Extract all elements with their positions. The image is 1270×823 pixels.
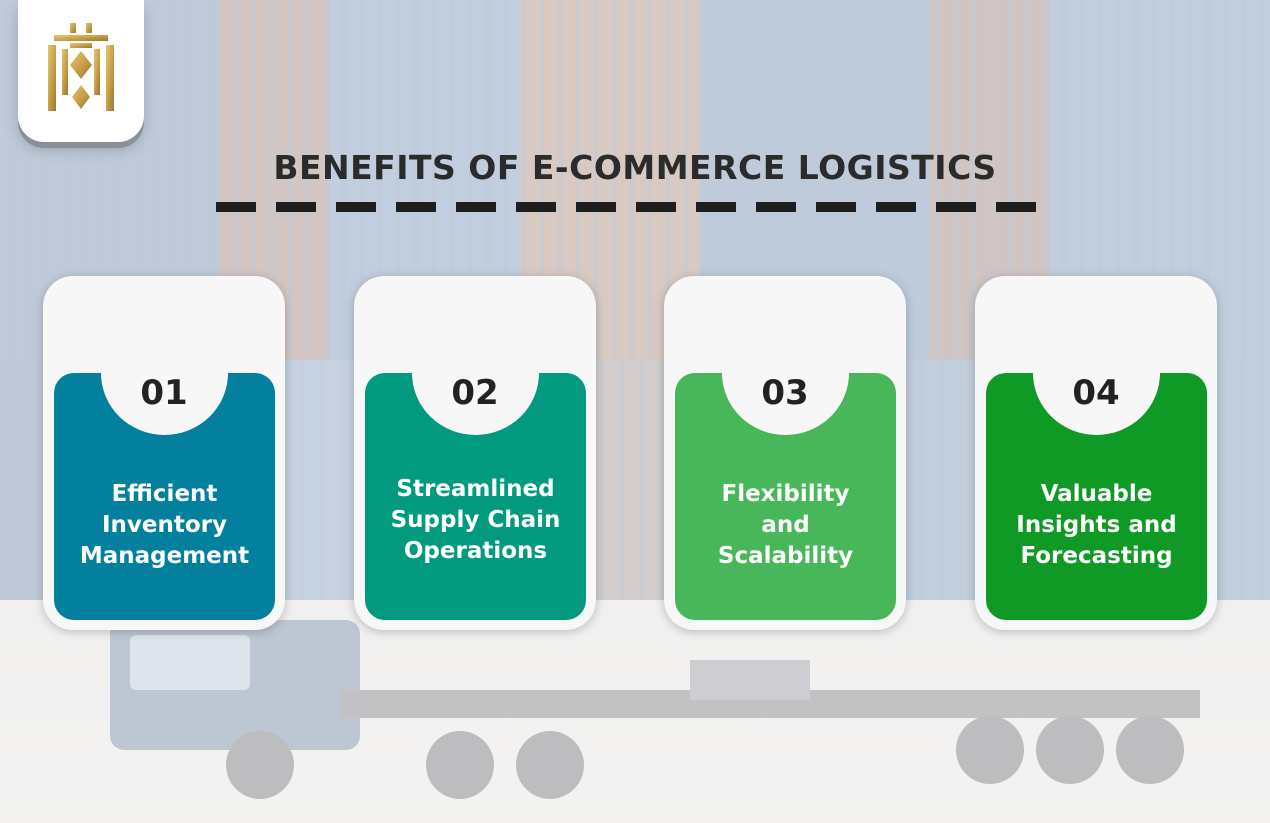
card-panel: Streamlined Supply Chain Operations	[365, 373, 586, 620]
benefit-card-4[interactable]: Valuable Insights and Forecasting 04	[975, 276, 1217, 630]
card-number: 04	[1072, 373, 1120, 413]
card-label: Streamlined Supply Chain Operations	[390, 476, 561, 564]
card-label: Flexibility and Scalability	[717, 481, 854, 569]
benefit-card-3[interactable]: Flexibility and Scalability 03	[664, 276, 906, 630]
card-panel: Valuable Insights and Forecasting	[986, 373, 1207, 620]
card-label: Efficient Inventory Management	[79, 481, 250, 569]
page-title: BENEFITS OF E-COMMERCE LOGISTICS	[273, 148, 997, 187]
card-label: Valuable Insights and Forecasting	[1016, 481, 1177, 569]
benefit-card-2[interactable]: Streamlined Supply Chain Operations 02	[354, 276, 596, 630]
card-number: 01	[140, 373, 188, 413]
crown-shield-logo-icon	[48, 23, 114, 111]
card-number: 02	[451, 373, 499, 413]
benefit-card-1[interactable]: Efficient Inventory Management 01	[43, 276, 285, 630]
card-panel: Efficient Inventory Management	[54, 373, 275, 620]
brand-logo[interactable]	[18, 0, 144, 142]
card-panel: Flexibility and Scalability	[675, 373, 896, 620]
title-dashed-divider	[216, 202, 1038, 212]
card-number: 03	[761, 373, 809, 413]
